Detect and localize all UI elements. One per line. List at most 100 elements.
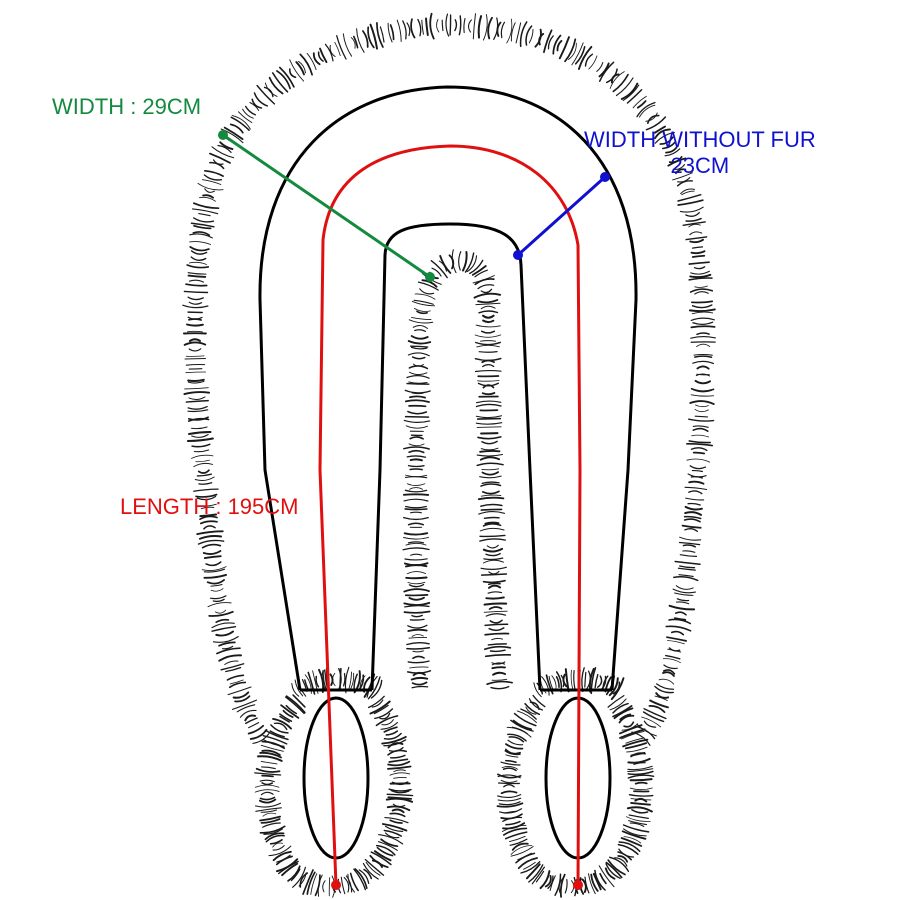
fur-strand: [407, 581, 426, 585]
fur-strand: [688, 277, 713, 281]
fur-strand: [477, 298, 499, 304]
fur-strand: [411, 614, 423, 618]
fur-strand: [185, 363, 206, 366]
fur-strand: [626, 806, 653, 813]
fur-strand: [598, 61, 615, 82]
fur-strand: [691, 434, 710, 438]
fur-strand: [285, 695, 306, 714]
fur-strand: [364, 858, 385, 876]
fur-strand: [622, 84, 640, 101]
fur-strand: [449, 14, 452, 36]
fur-strand: [234, 695, 251, 703]
fur-strand: [690, 394, 714, 397]
fur-strand: [185, 371, 207, 374]
fur-strand: [564, 38, 577, 63]
fur-strand: [608, 677, 619, 697]
width-without-fur-endpoint-outer: [600, 172, 610, 182]
fur-strand: [211, 146, 235, 159]
fur-strand: [408, 404, 427, 408]
fur-strand: [403, 536, 429, 540]
fur-strand: [232, 691, 250, 699]
fur-strand: [340, 876, 346, 895]
fur-strand: [477, 284, 495, 290]
fur-strand: [694, 408, 709, 413]
fur-strand: [694, 291, 709, 295]
fur-strand: [411, 681, 428, 686]
fur-strand: [529, 701, 540, 711]
fur-strand: [614, 857, 628, 867]
fur-strand: [405, 474, 428, 478]
fur-strand: [665, 625, 692, 632]
fur-strand: [259, 825, 286, 834]
fur-strand: [294, 679, 304, 697]
fur-strand: [212, 635, 239, 643]
fur-strand: [203, 573, 227, 579]
fur-strand: [405, 425, 428, 429]
fur-strand: [239, 709, 257, 718]
fur-strand: [458, 15, 462, 36]
fur-strand: [688, 223, 701, 228]
fur-strand: [505, 754, 519, 758]
fur-strand: [564, 668, 570, 693]
fur-strand: [623, 721, 635, 728]
fur-strand: [383, 739, 407, 747]
fur-strand: [263, 86, 274, 98]
fur-strand: [696, 343, 711, 347]
fur-strand: [229, 679, 244, 685]
fur-strand: [198, 213, 211, 217]
fur-strand: [414, 293, 436, 300]
fur-strand: [515, 852, 536, 864]
fur-strand: [693, 266, 706, 270]
fur-strand: [689, 238, 704, 244]
fur-strand: [206, 579, 225, 585]
fur-strand: [409, 487, 424, 490]
fur-strand: [584, 671, 587, 688]
fur-strand: [375, 844, 396, 856]
fur-strand: [480, 305, 496, 310]
fur-strand: [498, 801, 521, 806]
fur-strand: [500, 779, 518, 783]
fur-strand: [260, 760, 278, 765]
fur-strand: [207, 602, 232, 608]
fur-strand: [185, 399, 209, 403]
fur-strand: [662, 658, 681, 664]
fur-strand: [620, 82, 639, 100]
fur-strand: [270, 724, 289, 734]
fur-strand: [370, 851, 392, 866]
fur-strand: [407, 464, 425, 468]
fur-strand: [480, 340, 497, 342]
fur-strand: [559, 873, 566, 898]
fur-strand: [203, 169, 224, 177]
fur-strand: [670, 630, 685, 636]
fur-strand: [488, 584, 502, 589]
fur-strand: [482, 314, 495, 319]
fur-strand: [380, 838, 399, 848]
fur-strand: [451, 249, 457, 274]
fur-strand: [386, 793, 414, 797]
fur-strand: [680, 188, 695, 195]
fur-strand: [402, 493, 430, 496]
fur-strand: [695, 373, 711, 377]
fur-strand: [212, 598, 225, 603]
fur-strand: [411, 356, 426, 360]
fur-strand: [681, 190, 695, 196]
fur-strand: [564, 879, 568, 894]
fur-strand: [479, 475, 502, 479]
fur-strand: [290, 868, 301, 882]
fur-strand: [201, 179, 222, 185]
fur-strand: [531, 866, 545, 885]
fur-strand: [667, 648, 682, 653]
fur-strand: [410, 335, 429, 340]
fur-strand: [663, 664, 678, 670]
fur-strand: [667, 640, 685, 645]
fur-strand: [481, 359, 495, 364]
fur-strand: [645, 116, 667, 131]
fur-strand: [253, 92, 269, 107]
fur-strand: [254, 789, 280, 793]
fur-strand: [665, 146, 678, 154]
fur-strand: [198, 535, 223, 540]
fur-strand: [629, 778, 653, 782]
fur-strand: [403, 588, 430, 593]
fur-strand: [619, 728, 646, 739]
fur-strand: [197, 539, 225, 545]
